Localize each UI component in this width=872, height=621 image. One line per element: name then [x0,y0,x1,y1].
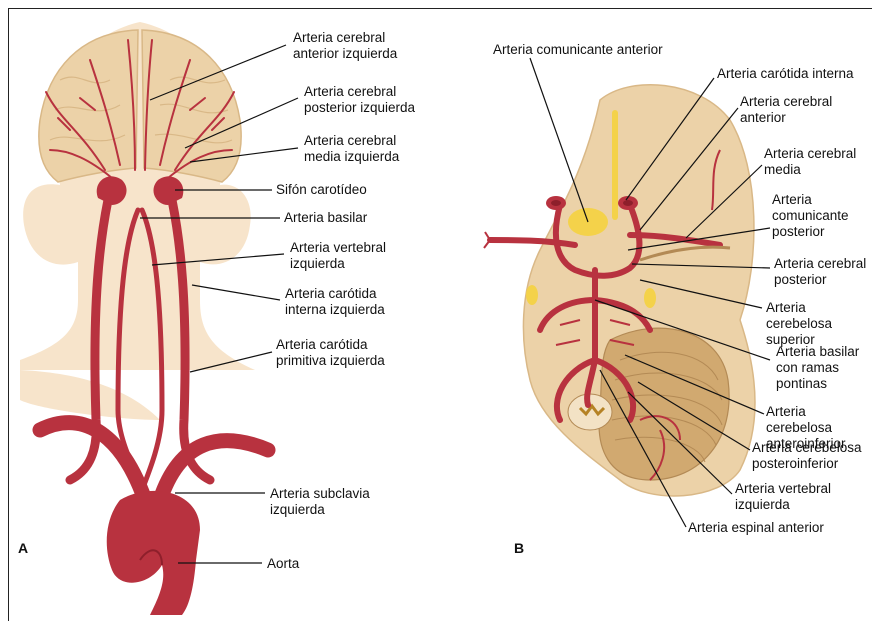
label-arteria-comunicante-posterior: Arteria comunicante posterior [772,192,849,240]
label-arteria-basilar-con-ramas-pontinas: Arteria basilar con ramas pontinas [776,344,859,392]
label-arteria-cerebral-anterior: Arteria cerebral anterior [740,94,832,126]
label-arteria-cerebral-media: Arteria cerebral media [764,146,856,178]
label-arteria-vertebral-izquierda: Arteria vertebral izquierda [290,240,386,272]
aorta-shape [107,491,200,615]
label-arteria-carotida-interna: Arteria carótida interna [717,66,854,82]
label-arteria-basilar: Arteria basilar [284,210,367,226]
label-sifon-carotideo: Sifón carotídeo [276,182,367,198]
label-arteria-cerebral-media-izquierda: Arteria cerebral media izquierda [304,133,399,165]
label-arteria-subclavia-izquierda: Arteria subclavia izquierda [270,486,370,518]
label-aorta: Aorta [267,556,299,572]
panel-b-letter: B [514,540,524,556]
shoulder-shade [20,370,160,420]
label-arteria-carotida-primitiva-izquierda: Arteria carótida primitiva izquierda [276,337,385,369]
label-arteria-cerebral-anterior-izquierda: Arteria cerebral anterior izquierda [293,30,397,62]
label-arteria-vertebral-izquierda-b: Arteria vertebral izquierda [735,481,831,513]
label-arteria-cerebral-posterior-izquierda: Arteria cerebral posterior izquierda [304,84,415,116]
panel-a-letter: A [18,540,28,556]
label-arteria-espinal-anterior: Arteria espinal anterior [688,520,824,536]
label-arteria-comunicante-anterior: Arteria comunicante anterior [493,42,663,58]
label-arteria-carotida-interna-izquierda: Arteria carótida interna izquierda [285,286,385,318]
label-arteria-cerebelosa-posteroinferior: Arteria cerebelosa posteroinferior [752,440,862,472]
label-arteria-cerebelosa-superior: Arteria cerebelosa superior [766,300,872,348]
panel-b-illustration [484,85,755,496]
panel-a-illustration [20,22,268,615]
label-arteria-cerebral-posterior: Arteria cerebral posterior [774,256,866,288]
